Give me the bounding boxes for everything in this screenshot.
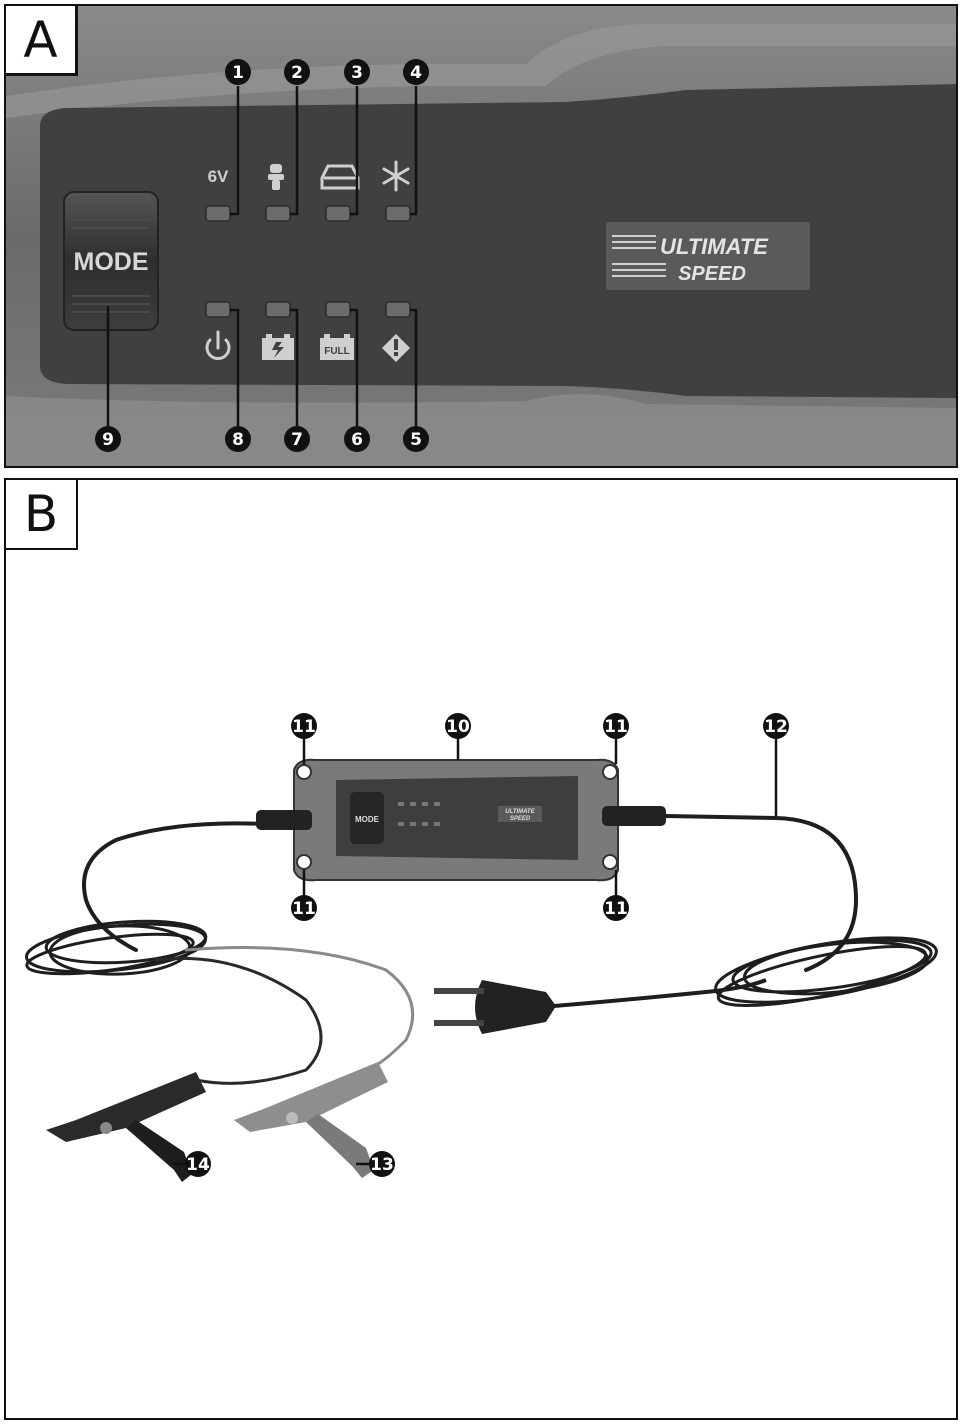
callout-9: 9 [95,426,121,452]
svg-text:2: 2 [291,63,303,83]
svg-text:11: 11 [604,899,628,919]
svg-text:1: 1 [232,63,244,83]
svg-text:8: 8 [232,430,244,450]
led-snowflake [385,205,411,222]
callout-13: 13 [369,1151,395,1177]
control-panel-closeup: MODE 6V [6,6,956,466]
charger-housing: MODE ULTIMATE SPEED [256,758,666,882]
callout-3: 3 [344,59,370,85]
led-car [325,205,351,222]
brand-logo-plate [606,222,810,290]
callout-1: 1 [225,59,251,85]
charger-overview: MODE ULTIMATE SPEED 11 10 11 12 11 11 14 [24,713,938,1182]
svg-text:6: 6 [351,430,363,450]
callout-11-bottom-left: 11 [291,895,317,921]
callout-14: 14 [185,1151,211,1177]
small-mode-label: MODE [355,815,380,824]
battery-full-icon [320,334,354,360]
brand-line1: ULTIMATE [660,234,769,259]
mode-button-label: MODE [74,248,149,276]
svg-text:9: 9 [102,430,114,450]
black-clamp [46,1072,206,1182]
figure-b-panel: B [4,478,958,1420]
figure-a-label: A [6,6,78,76]
svg-text:10: 10 [446,717,470,737]
callout-12: 12 [763,713,789,739]
svg-text:11: 11 [292,717,316,737]
power-icon [205,330,231,360]
led-power [205,301,231,318]
led-full [325,301,351,318]
brand-line2: SPEED [678,263,746,285]
callout-10: 10 [445,713,471,739]
plug-cable [553,978,767,1008]
callout-5: 5 [403,426,429,452]
svg-text:12: 12 [764,717,788,737]
front-panel [40,84,956,398]
figure-a-panel: MODE 6V [4,4,958,468]
svg-text:4: 4 [410,63,422,83]
svg-text:14: 14 [186,1155,210,1175]
callout-6: 6 [344,426,370,452]
led-6v [205,205,231,222]
callout-7: 7 [284,426,310,452]
output-cable [82,821,266,952]
led-charging [265,301,291,318]
callout-11-top-right: 11 [603,713,629,739]
svg-text:7: 7 [291,430,303,450]
callout-11-bottom-right: 11 [603,895,629,921]
svg-text:11: 11 [604,717,628,737]
svg-text:11: 11 [292,899,316,919]
small-brand-line1: ULTIMATE [505,809,535,815]
warning-icon [382,334,410,362]
figure-b-label: B [4,478,78,550]
power-cable [664,814,859,972]
callout-11-top-left: 11 [291,713,317,739]
led-motorcycle [265,205,291,222]
svg-text:3: 3 [351,63,363,83]
power-plug [434,980,556,1034]
full-label: FULL [324,346,350,357]
red-clamp [234,1062,388,1178]
voltage-label: 6V [208,167,229,186]
motorcycle-icon [268,164,284,190]
small-brand-line2: SPEED [510,816,531,822]
led-error [385,301,411,318]
callout-4: 4 [403,59,429,85]
battery-charging-icon [262,334,294,360]
svg-text:13: 13 [370,1155,394,1175]
snowflake-icon [382,160,410,192]
callout-2: 2 [284,59,310,85]
svg-text:5: 5 [410,430,422,450]
callout-8: 8 [225,426,251,452]
